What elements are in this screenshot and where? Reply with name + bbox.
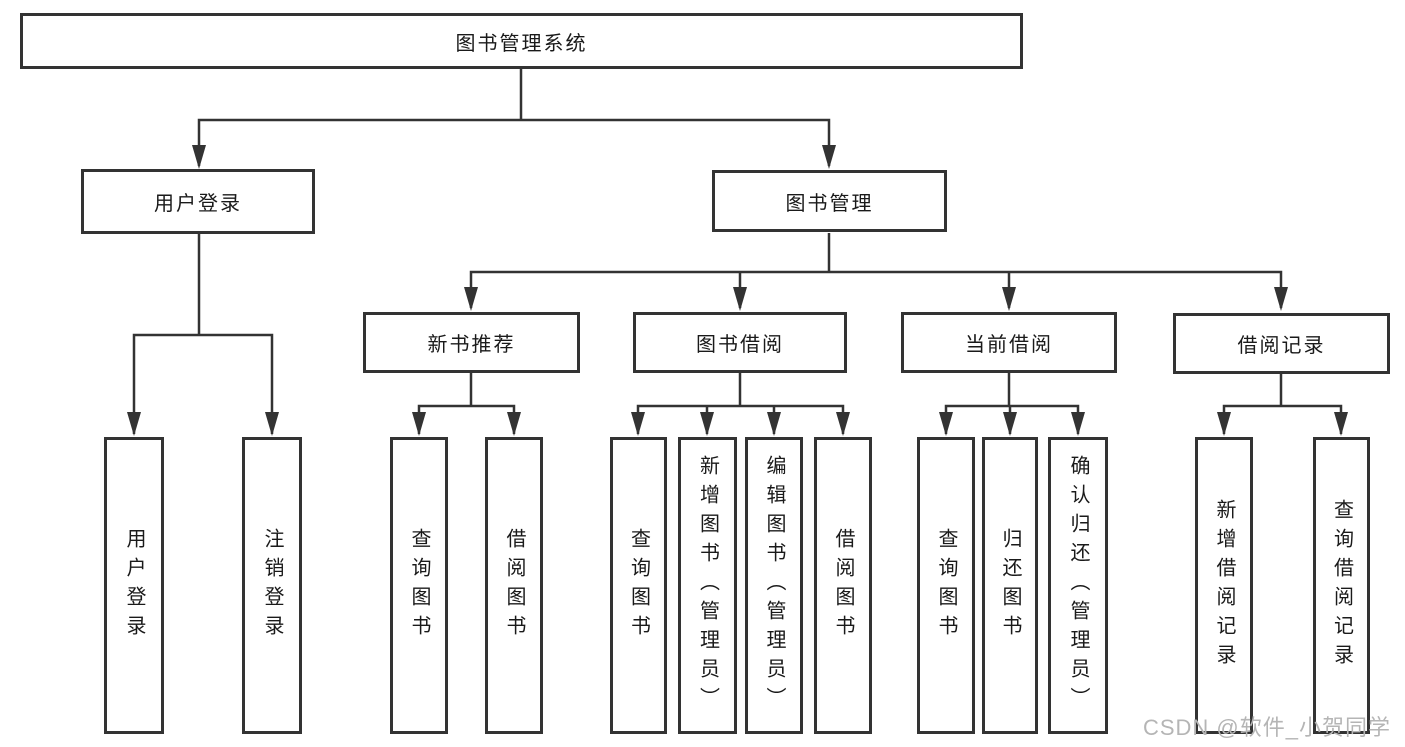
leaf-borrow-add-book-admin: 新增图书（管理员） [678, 437, 737, 734]
node-borrow-record: 借阅记录 [1173, 313, 1390, 374]
leaf-record-query: 查询借阅记录 [1313, 437, 1370, 734]
leaf-borrow-query-book-label: 查询图书 [627, 527, 650, 644]
leaf-recommend-borrow-book: 借阅图书 [485, 437, 543, 734]
leaf-logout-label: 注销登录 [261, 527, 283, 644]
node-new-book-recommend-label: 新书推荐 [427, 334, 516, 356]
leaf-record-add-label: 新增借阅记录 [1213, 498, 1235, 673]
leaf-borrow-add-book-admin-label: 新增图书（管理员） [696, 455, 719, 716]
leaf-current-confirm-return-admin-label: 确认归还（管理员） [1067, 455, 1089, 716]
leaf-current-query-book: 查询图书 [917, 437, 975, 734]
connector-bookmgmt-to-level2 [469, 233, 1283, 308]
leaf-borrow-borrow-book-label: 借阅图书 [832, 527, 854, 644]
leaf-borrow-edit-book-admin-label: 编辑图书（管理员） [763, 455, 785, 716]
node-current-borrow: 当前借阅 [901, 312, 1117, 373]
leaf-recommend-borrow-book-label: 借阅图书 [503, 527, 525, 644]
node-book-management: 图书管理 [712, 170, 947, 232]
leaf-borrow-edit-book-admin: 编辑图书（管理员） [745, 437, 803, 734]
watermark: CSDN @软件_小贺同学 [1142, 715, 1391, 740]
leaf-current-return-book-label: 归还图书 [999, 527, 1021, 644]
leaf-user-login: 用户登录 [104, 437, 164, 734]
leaf-record-add: 新增借阅记录 [1195, 437, 1253, 734]
connector-userlogin-to-leaves [132, 234, 274, 434]
connector-record-to-leaves [1222, 373, 1343, 434]
connector-root-to-level1 [197, 69, 831, 166]
leaf-borrow-query-book: 查询图书 [610, 437, 667, 734]
node-new-book-recommend: 新书推荐 [363, 312, 580, 373]
connector-borrow-to-leaves [636, 373, 845, 434]
leaf-current-query-book-label: 查询图书 [935, 527, 957, 644]
leaf-borrow-borrow-book: 借阅图书 [814, 437, 872, 734]
leaf-user-login-label: 用户登录 [123, 527, 145, 644]
node-user-login: 用户登录 [81, 169, 315, 234]
connector-recommend-to-leaves [417, 373, 516, 434]
node-book-borrow: 图书借阅 [633, 312, 847, 373]
leaf-recommend-query-book: 查询图书 [390, 437, 448, 734]
node-user-login-label: 用户登录 [154, 193, 242, 215]
leaf-record-query-label: 查询借阅记录 [1330, 498, 1353, 673]
node-root-system-label: 图书管理系统 [455, 32, 588, 55]
node-current-borrow-label: 当前借阅 [965, 334, 1053, 356]
node-borrow-record-label: 借阅记录 [1237, 335, 1326, 357]
node-root-system: 图书管理系统 [20, 13, 1023, 69]
leaf-current-return-book: 归还图书 [982, 437, 1038, 734]
node-book-borrow-label: 图书借阅 [696, 334, 784, 356]
leaf-recommend-query-book-label: 查询图书 [408, 527, 430, 644]
leaf-current-confirm-return-admin: 确认归还（管理员） [1048, 437, 1108, 734]
leaf-logout: 注销登录 [242, 437, 302, 734]
node-book-management-label: 图书管理 [785, 192, 874, 215]
